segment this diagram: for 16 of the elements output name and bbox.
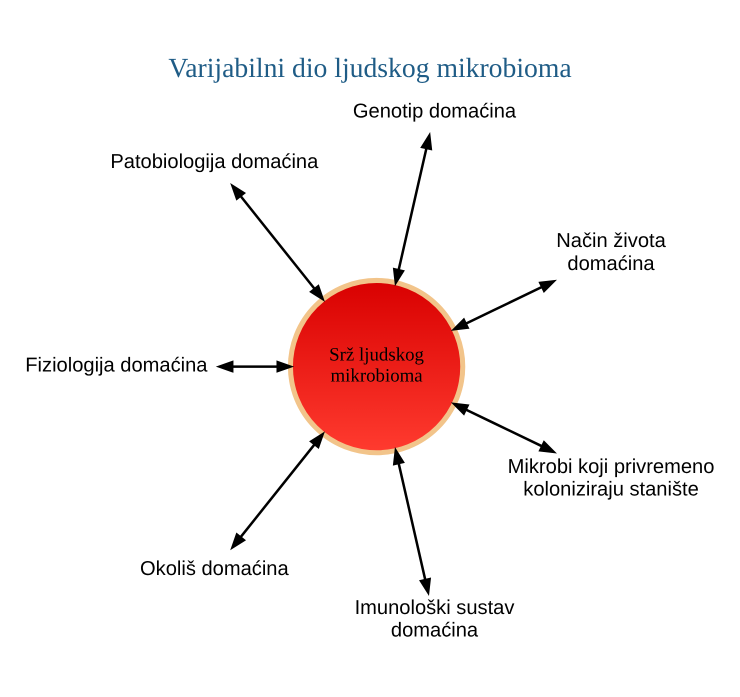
- node-text: Okoliš domaćina: [140, 557, 289, 580]
- node-text: Imunološki sustav domaćina: [354, 596, 514, 641]
- node-circle: Srž ljudskog mikrobioma: [288, 277, 466, 455]
- node-text: Način života domaćina: [556, 230, 666, 274]
- arrow: [450, 279, 557, 330]
- node-text: Mikrobi koji privremeno koloniziraju stanište: [508, 455, 714, 500]
- arrow: [392, 446, 432, 596]
- arrow: [230, 430, 325, 550]
- arrow: [216, 360, 294, 372]
- diagram-title: Varijabilni dio ljudskog mikrobioma: [168, 52, 572, 83]
- node-text: Genotip domaćina: [352, 100, 516, 122]
- node-text: Patobiologija domaćina: [110, 150, 318, 172]
- arrow: [450, 402, 557, 453]
- node-text: Fiziologija domaćina: [25, 354, 208, 376]
- arrow: [392, 132, 432, 286]
- arrow: [230, 182, 325, 302]
